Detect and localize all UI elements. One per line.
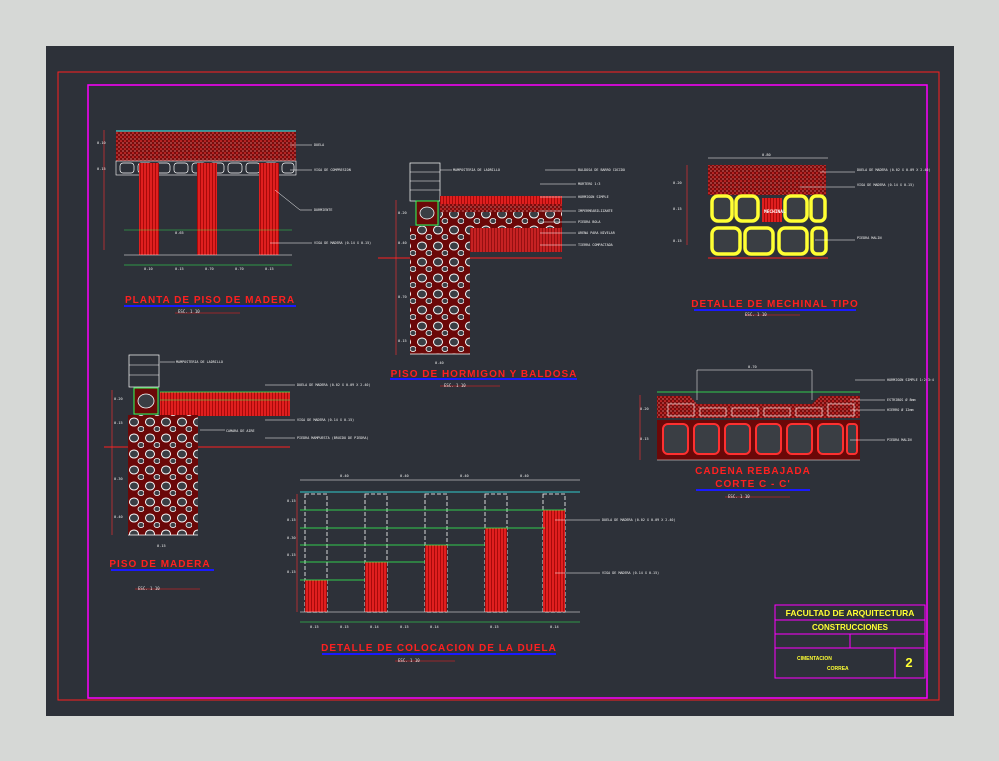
note: PIEDRA MALIN: [887, 438, 912, 442]
dim: 0.15: [265, 267, 274, 271]
dim: 0.20: [398, 211, 407, 215]
dim: 0.30: [114, 477, 123, 481]
dim: 0.40: [520, 474, 529, 478]
note: CAMARA DE AIRE: [226, 429, 255, 433]
title-block-course: CONSTRUCCIONES: [812, 623, 889, 632]
scale-duela: ESC. 1 10: [398, 658, 420, 663]
dim: 0.20: [640, 407, 649, 411]
label-mechinal: MECHINAL: [764, 209, 786, 215]
note: BALDOSA DE BARRO COCIDO: [578, 168, 625, 172]
detail-planta-piso-madera: [103, 130, 312, 266]
note: DUELA DE MADERA (0.02 X 0.09 X 2.40): [857, 168, 931, 172]
dim: 0.15: [673, 207, 682, 211]
frame-outer: [57, 71, 940, 701]
dim: 0.15: [400, 625, 409, 629]
scale-madera: ESC. 1 10: [138, 586, 160, 591]
dim: 0.14: [370, 625, 379, 629]
dim: 0.10: [144, 267, 153, 271]
note: DUELA DE MADERA (0.02 X 0.09 X 2.40): [602, 518, 676, 522]
title-underlines: [111, 305, 856, 655]
dim: 0.65: [175, 231, 184, 235]
note: PIEDRA MAMPUESTA (BRUIDO DE PIEDRA): [297, 436, 368, 440]
detail-colocacion-duela: [296, 479, 600, 623]
dim: 0.40: [398, 241, 407, 245]
note: ESTRIBOS Ø 8mm: [887, 397, 916, 402]
frame-inner: [87, 84, 928, 699]
dim: 0.40: [114, 515, 123, 519]
detail-mechinal: [686, 157, 855, 259]
dim: 0.15: [287, 518, 296, 522]
scale-mechinal: ESC. 1 10: [745, 312, 767, 317]
dim: 0.15: [640, 437, 649, 441]
detail-piso-hormigon: [378, 162, 576, 355]
dim: 0.15: [287, 553, 296, 557]
title-colocacion-duela: DETALLE DE COLOCACION DE LA DUELA: [321, 643, 557, 654]
dim: 0.15: [175, 267, 184, 271]
title-cadena-rebajada: CADENA REBAJADA: [695, 466, 811, 477]
note: VIGA DE MADERA (0.14 X 0.15): [602, 571, 659, 575]
note: HORMIGON SIMPLE 1:2:3:4: [887, 378, 934, 382]
note-duela: DUELA: [314, 143, 324, 147]
scale-planta: ESC. 1 10: [178, 309, 200, 314]
dim: 0.70: [205, 267, 214, 271]
dim: 0.15: [114, 421, 123, 425]
title-piso-hormigon: PISO DE HORMIGON Y BALDOSA: [391, 369, 578, 380]
sheet-number: 2: [905, 655, 912, 670]
note: HORMIGON SIMPLE: [578, 195, 609, 199]
dim: 0.40: [435, 361, 444, 365]
scale-cadena: ESC. 1 10: [728, 494, 750, 499]
title-block-institution: FACULTAD DE ARQUITECTURA: [786, 608, 915, 618]
note: MORTERO 1:3: [578, 182, 600, 186]
dim: 0.40: [460, 474, 469, 478]
dim: 0.15: [490, 625, 499, 629]
note: VIGA DE MADERA (0.14 X 0.15): [297, 418, 354, 422]
detail-cadena-rebajada: [639, 369, 885, 461]
dim: 0.70: [235, 267, 244, 271]
dim: 0.15: [97, 167, 106, 171]
title-block-content-1: CIMENTACION: [797, 656, 832, 662]
title-planta-piso-madera: PLANTA DE PISO DE MADERA: [125, 295, 295, 306]
scale-hormigon: ESC. 1 10: [444, 383, 466, 388]
title-block: [774, 604, 926, 679]
dim: 0.70: [748, 365, 757, 369]
title-piso-madera: PISO DE MADERA: [109, 559, 210, 570]
dim: 0.15: [398, 339, 407, 343]
dim: 0.30: [287, 536, 296, 540]
dim: 0.80: [762, 153, 771, 157]
note: VIGA DE MADERA (0.14 X 0.15): [857, 183, 914, 187]
dim: 0.20: [114, 397, 123, 401]
note: MAMPOSTERIA DE LADRILLO: [176, 360, 223, 364]
dim: 0.15: [310, 625, 319, 629]
dim: 0.14: [550, 625, 559, 629]
dim: 0.70: [398, 295, 407, 299]
dim: 0.15: [157, 544, 166, 548]
detail-piso-madera: [104, 354, 295, 536]
note: IMPERMEABILIZANTE: [578, 209, 613, 213]
dim: 0.20: [673, 181, 682, 185]
note-viga-madera: VIGA DE MADERA (0.14 X 0.15): [314, 241, 371, 245]
note: TIERRA COMPACTADA: [578, 243, 613, 247]
note: PIEDRA BOLA: [578, 220, 600, 224]
dim: 0.15: [673, 239, 682, 243]
note: PIEDRA MALIN: [857, 236, 882, 240]
note: HIERRO Ø 12mm: [887, 407, 914, 412]
note-durmiente: DURMIENTE: [314, 208, 332, 212]
note: MAMPOSTERIA DE LADRILLO: [453, 168, 500, 172]
note: ARENA PARA NIVELAR: [578, 231, 616, 235]
dim: 0.40: [340, 474, 349, 478]
dim: 0.15: [287, 570, 296, 574]
dim: 0.15: [340, 625, 349, 629]
title-mechinal: DETALLE DE MECHINAL TIPO: [691, 299, 859, 310]
note: DUELA DE MADERA (0.02 X 0.09 X 2.40): [297, 383, 371, 387]
subtitle-corte: CORTE C - C': [715, 479, 791, 490]
dim: 0.10: [97, 141, 106, 145]
note-viga-compresion: VIGA DE COMPRESION: [314, 168, 351, 172]
title-block-content-2: CORREA: [827, 666, 849, 672]
dim: 0.14: [430, 625, 439, 629]
dim: 0.15: [287, 499, 296, 503]
dim: 0.40: [400, 474, 409, 478]
